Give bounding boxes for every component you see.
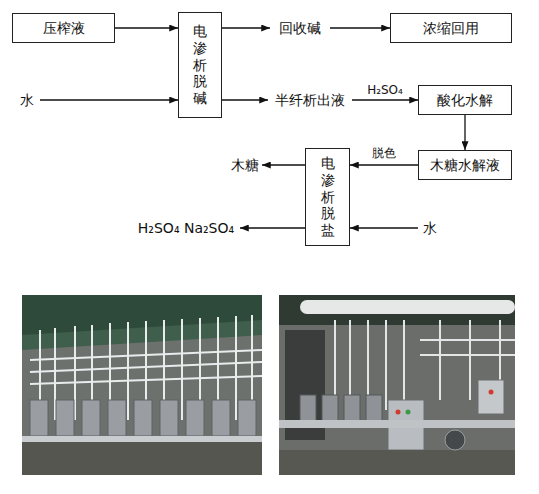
flow-arrow <box>330 27 390 28</box>
indicator-light <box>396 410 401 415</box>
node-text: 酸化水解 <box>437 92 493 109</box>
process-box: 压榨液 <box>12 13 115 43</box>
floor <box>22 440 262 475</box>
flow-arrow <box>262 164 305 165</box>
rail <box>279 420 515 428</box>
node-text: 木糖水解液 <box>430 157 500 174</box>
ceiling-beam <box>22 320 262 350</box>
flow-arrow <box>222 99 268 100</box>
flow-arrow <box>115 27 178 28</box>
flow-arrow <box>350 227 418 228</box>
flow-arrow <box>350 164 418 165</box>
node-text: H₂SO₄ Na₂SO₄ <box>138 220 234 237</box>
control-cabinet <box>478 380 504 414</box>
plant-photo <box>279 295 515 475</box>
photo-background <box>279 295 515 475</box>
ceiling <box>279 295 515 325</box>
edge-label: H₂SO₄ <box>367 83 403 97</box>
flow-arrow <box>222 27 270 28</box>
node-text: 电渗析脱碱 <box>191 23 209 107</box>
node-text: 电渗析脱盐 <box>318 155 337 239</box>
flow-text: 回收碱 <box>270 17 330 39</box>
rail <box>22 436 262 442</box>
indicator-light <box>406 410 411 415</box>
node-text: 水 <box>20 92 34 109</box>
flow-arrow <box>40 99 178 100</box>
edge-label: 脱色 <box>372 145 396 162</box>
node-text: 木糖 <box>231 157 259 174</box>
flow-text: 木糖 <box>228 154 262 176</box>
flow-arrow <box>464 115 465 150</box>
photo-background <box>22 295 262 475</box>
process-box: 电渗析脱碱 <box>178 12 222 118</box>
plant-photo <box>22 295 262 475</box>
flow-arrow <box>240 227 305 228</box>
indicator-light <box>489 390 494 395</box>
main-pipe <box>300 300 515 314</box>
node-text: 压榨液 <box>43 20 85 37</box>
process-box: 酸化水解 <box>418 85 512 115</box>
floor <box>279 450 515 475</box>
node-text: 浓缩回用 <box>423 20 479 37</box>
pump <box>445 430 465 450</box>
flow-text: 水 <box>418 217 442 239</box>
node-text: 半纤析出液 <box>275 92 345 109</box>
process-box: 木糖水解液 <box>418 150 512 180</box>
node-text: 水 <box>423 220 437 237</box>
flow-arrow <box>352 99 418 100</box>
flow-text: 水 <box>14 89 40 111</box>
flow-text: 半纤析出液 <box>268 89 352 111</box>
process-box: 电渗析脱盐 <box>305 148 350 246</box>
process-box: 浓缩回用 <box>390 13 512 43</box>
node-text: 回收碱 <box>279 20 321 37</box>
flow-text: H₂SO₄ Na₂SO₄ <box>132 217 240 239</box>
stack-row <box>30 400 256 436</box>
